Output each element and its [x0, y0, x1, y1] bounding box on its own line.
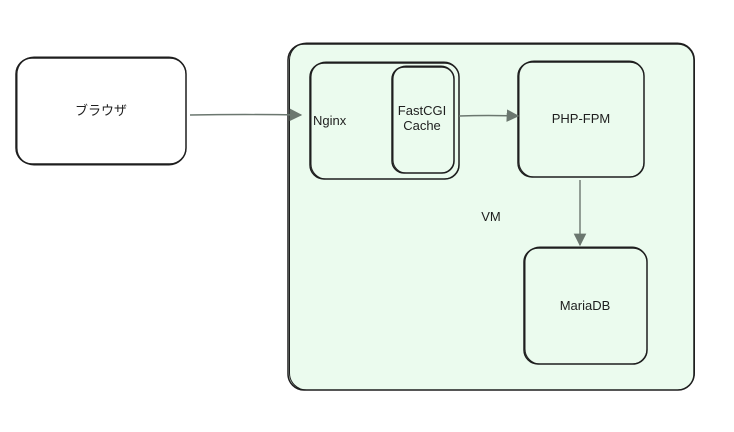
vm-label: VM: [481, 209, 501, 224]
nginx-label: Nginx: [313, 113, 347, 128]
fastcgi-cache-box[interactable]: FastCGI Cache: [391, 65, 455, 174]
arrow-browser-to-nginx: [189, 108, 303, 122]
browser-box[interactable]: ブラウザ: [15, 56, 187, 166]
fastcgi-cache-label-line1: FastCGI: [398, 103, 446, 118]
browser-label: ブラウザ: [75, 103, 127, 118]
fastcgi-cache-label-line2: Cache: [403, 118, 441, 133]
php-fpm-label: PHP-FPM: [552, 111, 611, 126]
mariadb-box[interactable]: MariaDB: [523, 246, 648, 365]
php-fpm-box[interactable]: PHP-FPM: [517, 60, 645, 178]
mariadb-label: MariaDB: [560, 298, 611, 313]
arrow-cache-to-php-fpm: [458, 109, 520, 122]
